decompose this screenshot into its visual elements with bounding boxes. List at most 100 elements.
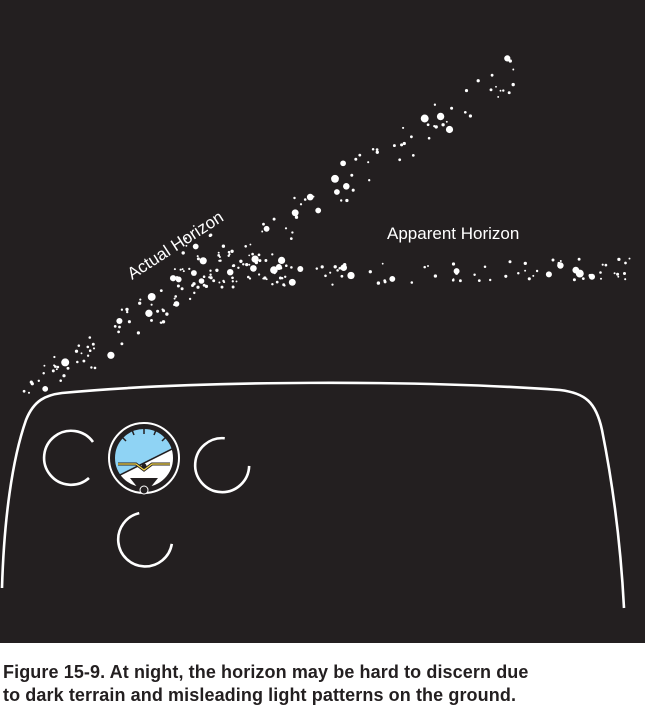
- light-dot: [334, 189, 340, 195]
- light-dot: [76, 360, 79, 364]
- light-dot: [192, 243, 199, 250]
- light-dot: [375, 148, 379, 151]
- light-dot: [400, 143, 404, 147]
- light-dot: [82, 359, 86, 363]
- light-dot: [329, 271, 332, 274]
- light-dot: [588, 273, 592, 278]
- light-dot: [37, 379, 40, 382]
- light-dot: [242, 263, 245, 266]
- light-dot: [292, 212, 295, 215]
- light-dot: [221, 244, 226, 248]
- light-dot: [223, 281, 226, 284]
- light-dot: [165, 312, 169, 316]
- light-dot: [340, 199, 343, 202]
- light-dot: [280, 276, 284, 280]
- light-dot: [190, 270, 197, 276]
- light-dot: [257, 253, 261, 257]
- light-dot: [161, 320, 166, 324]
- light-dot: [90, 366, 93, 369]
- light-dot: [66, 366, 70, 370]
- light-dot: [275, 280, 279, 284]
- light-dot: [202, 275, 206, 278]
- light-dot: [343, 263, 347, 267]
- light-dot: [452, 278, 455, 281]
- light-dot: [411, 154, 415, 157]
- light-dot: [209, 233, 213, 237]
- light-dot: [88, 349, 92, 353]
- light-dot: [371, 147, 375, 151]
- light-dot: [174, 295, 178, 298]
- scene-graphic: Actual Horizon Apparent Horizon: [0, 55, 631, 609]
- light-dot: [599, 271, 602, 274]
- light-dot: [293, 196, 296, 200]
- light-dot: [572, 278, 576, 282]
- light-dot: [91, 342, 95, 346]
- light-dot: [218, 256, 221, 258]
- light-dot: [62, 374, 66, 378]
- light-dot: [477, 279, 481, 282]
- light-dot: [180, 287, 184, 291]
- light-dot: [117, 330, 120, 334]
- light-dot: [218, 259, 221, 262]
- light-dot: [427, 265, 429, 267]
- light-dot: [508, 59, 512, 63]
- light-dot: [613, 272, 616, 275]
- light-dot: [441, 123, 445, 127]
- light-dot: [29, 380, 33, 384]
- light-dot: [126, 310, 129, 314]
- light-dot: [120, 308, 124, 311]
- light-dot: [263, 276, 267, 280]
- light-dot: [181, 268, 184, 271]
- light-dot: [450, 106, 454, 110]
- light-dot: [523, 261, 527, 266]
- light-dot: [381, 262, 384, 265]
- light-dot: [577, 257, 581, 261]
- light-dot: [116, 317, 123, 325]
- light-dot: [118, 325, 121, 329]
- light-dot: [507, 91, 511, 95]
- light-dot: [244, 245, 247, 248]
- light-dot: [312, 195, 315, 198]
- actual-horizon-label: Actual Horizon: [124, 207, 227, 283]
- light-dot: [272, 217, 276, 221]
- light-dot: [176, 284, 180, 288]
- light-dot: [604, 263, 608, 267]
- light-dot: [427, 136, 431, 140]
- light-dot: [182, 270, 185, 273]
- light-dot: [524, 269, 527, 272]
- light-dot: [120, 342, 124, 346]
- light-dot: [504, 55, 511, 62]
- light-dot: [150, 303, 153, 306]
- light-dot: [315, 267, 319, 270]
- light-dot: [402, 141, 406, 146]
- light-dot: [464, 89, 469, 93]
- light-dot: [147, 292, 156, 301]
- instrument-panel-outline: [0, 381, 626, 609]
- light-dot: [250, 265, 257, 272]
- light-dot: [410, 281, 414, 284]
- light-dot: [289, 237, 293, 240]
- light-dot: [173, 301, 180, 307]
- light-dot: [86, 354, 90, 357]
- light-dot: [358, 153, 362, 157]
- caption-line-1: Figure 15-9. At night, the horizon may b…: [3, 662, 529, 682]
- light-dot: [497, 95, 500, 98]
- gauge-icon: [193, 436, 251, 494]
- light-dot: [551, 258, 555, 262]
- light-dot: [367, 161, 370, 164]
- light-dot: [324, 274, 327, 278]
- light-dot: [511, 82, 515, 87]
- light-dot: [495, 85, 497, 88]
- light-dot: [433, 124, 436, 128]
- light-dot: [251, 255, 259, 263]
- light-dot: [624, 278, 627, 281]
- light-dot: [376, 281, 381, 285]
- light-dot: [43, 364, 46, 367]
- light-dot: [616, 272, 620, 276]
- light-dot: [59, 379, 62, 382]
- light-dot: [215, 268, 219, 272]
- light-dot: [74, 349, 79, 353]
- light-dot: [489, 88, 493, 92]
- caption-line-2: to dark terrain and misleading light pat…: [3, 685, 517, 705]
- light-dot: [247, 275, 250, 279]
